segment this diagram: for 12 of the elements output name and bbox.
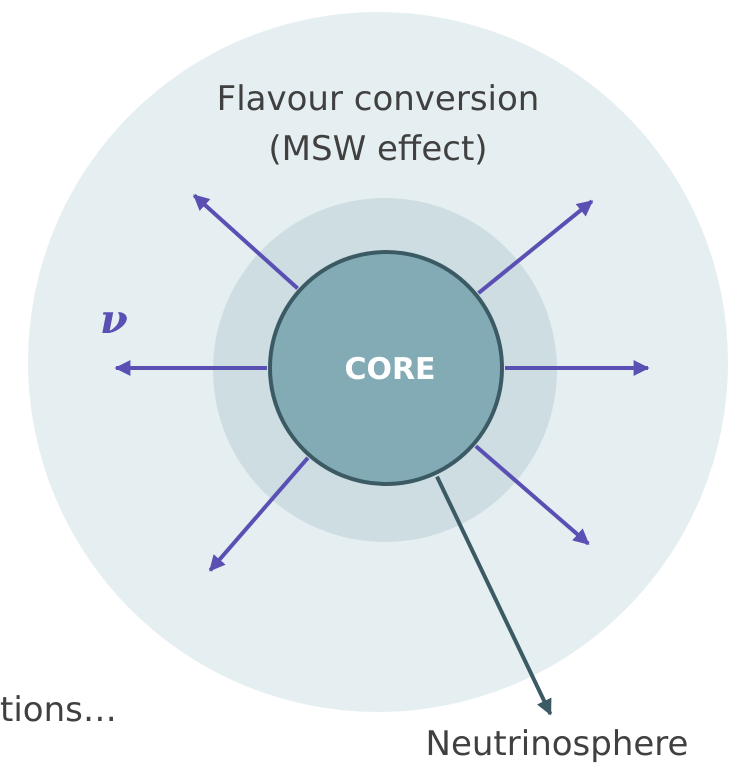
arrow — [435, 476, 552, 716]
core-label: CORE — [343, 352, 437, 387]
cut-off-note: tions… — [0, 690, 117, 730]
neutrino-symbol: ν — [100, 296, 128, 343]
arrow — [114, 360, 267, 376]
arrow — [505, 360, 650, 376]
arrow — [477, 200, 594, 295]
neutrinosphere-label: Neutrinosphere — [392, 718, 722, 770]
region-label: Flavour conversion (MSW effect) — [216, 78, 540, 171]
arrow — [474, 444, 590, 546]
arrow — [208, 456, 310, 572]
arrow — [192, 194, 299, 290]
